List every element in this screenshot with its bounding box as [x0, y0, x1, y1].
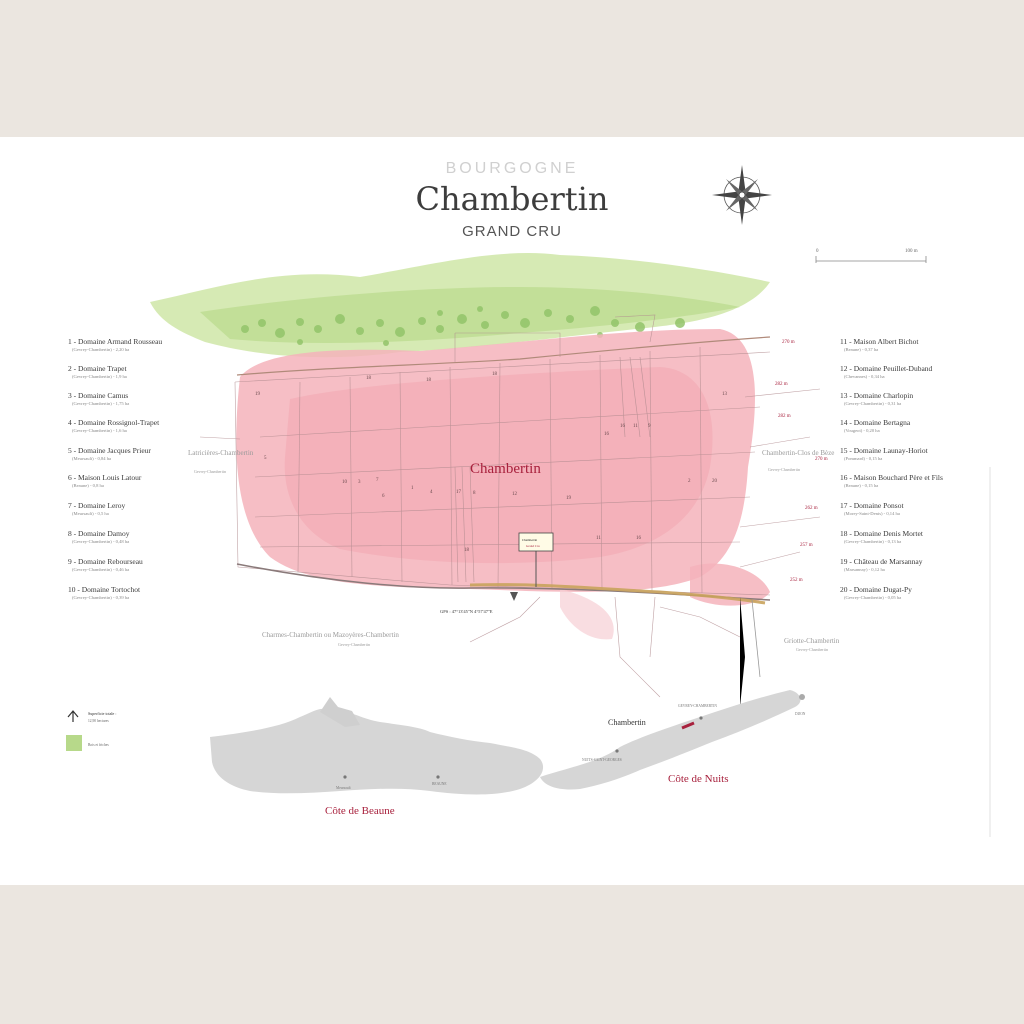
producer-item: 17 - Domaine Ponsot(Morey-Saint-Denis) -…	[840, 501, 904, 516]
compass-rose-icon	[712, 165, 772, 225]
location-pin-icon	[510, 592, 518, 601]
cote-de-beaune-label: Côte de Beaune	[325, 805, 395, 817]
producer-item: 9 - Domaine Rebourseau(Gevrey-Chambertin…	[68, 557, 143, 572]
producer-item: 16 - Maison Bouchard Père et Fils(Beaune…	[840, 473, 943, 488]
parcel-number: 16	[636, 536, 642, 541]
parcel-number: 18	[464, 548, 470, 553]
forest-swatch	[66, 735, 82, 751]
road	[236, 336, 771, 707]
inset-dijon: DIJON	[795, 712, 806, 716]
parcel-number: 17	[456, 490, 462, 495]
cote-de-nuits-label: Côte de Nuits	[668, 773, 729, 785]
producer-item: 12 - Domaine Peuillet-Duband(Chevannes) …	[840, 364, 933, 379]
surface-label: Superficie totale :	[88, 711, 116, 716]
producer-item: 10 - Domaine Tortochot(Gevrey-Chambertin…	[68, 585, 141, 600]
parcel-number: 16	[620, 424, 626, 429]
vineyard-map: 0 100 m	[66, 165, 991, 837]
sign-line-1: Chambertin	[522, 538, 537, 542]
parcel-number: 19	[566, 496, 572, 501]
parcel-number: 13	[722, 392, 728, 397]
surface-icon	[67, 710, 79, 722]
parcel-number: 9	[648, 424, 651, 429]
producer-item: 3 - Domaine Camus(Gevrey-Chambertin) - 1…	[68, 391, 130, 406]
region-label: BOURGOGNE	[445, 160, 579, 177]
charmes-label: Charmes-Chambertin ou Mazoyères-Chambert…	[262, 631, 399, 639]
producer-item: 4 - Domaine Rossignol-Trapet(Gevrey-Cham…	[68, 418, 160, 433]
producer-item: 19 - Château de Marsannay(Marsannay) - 0…	[840, 557, 923, 572]
parcel-numbers: 19 18 18 18 5 10 3 7 6 1 4 17 8 12 16 16…	[255, 372, 728, 553]
vineyard-label: Chambertin	[470, 461, 541, 477]
producer-item: 11 - Maison Albert Bichot(Beaune) - 0,37…	[840, 337, 919, 352]
scale-start: 0	[816, 249, 819, 254]
cote-d-or-inset: Chambertin GEVREY-CHAMBERTIN DIJON NUITS…	[210, 690, 806, 817]
parcel-number: 12	[512, 492, 518, 497]
parcel-number: 7	[376, 478, 379, 483]
parcel-number: 20	[712, 479, 718, 484]
map-header: BOURGOGNE Chambertin GRAND CRU	[300, 159, 724, 241]
contour-label: 252 m	[790, 578, 803, 583]
inset-nuits: NUITS-SAINT-GEORGES	[582, 758, 622, 762]
forest-area	[150, 253, 770, 358]
producer-item: 18 - Domaine Denis Mortet(Gevrey-Chamber…	[840, 529, 923, 544]
parcel-number: 2	[688, 479, 691, 484]
gps-label: GPS : 47°13'45"N 4°57'47"E	[440, 609, 493, 614]
producer-item: 13 - Domaine Charlopin(Gevrey-Chambertin…	[840, 391, 914, 406]
map-key: Superficie totale : 12,90 hectares Bois …	[66, 710, 116, 751]
producer-item: 7 - Domaine Leroy(Meursault) - 0,5 ha	[68, 501, 126, 516]
parcel-number: 11	[596, 536, 601, 541]
contour-label: 270 m	[815, 457, 828, 462]
parcel-number: 18	[426, 378, 432, 383]
parcel-number: 10	[342, 480, 348, 485]
forest-label: Bois et friches	[88, 743, 109, 747]
producer-item: 2 - Domaine Trapet(Gevrey-Chambertin) - …	[68, 364, 127, 379]
parcel-number: 4	[430, 490, 433, 495]
contour-label: 257 m	[800, 543, 813, 548]
inset-meursault: Meursault	[336, 786, 351, 790]
contour-label: 282 m	[775, 382, 788, 387]
griotte-sub: Gevrey-Chambertin	[796, 647, 828, 652]
vineyard-sign: Chambertin Grand Cru	[518, 532, 554, 587]
latricieres-sub: Gevrey-Chambertin	[194, 469, 226, 474]
producer-item: 5 - Domaine Jacques Prieur(Meursault) - …	[68, 446, 151, 461]
producer-item: 20 - Domaine Dugat-Py(Gevrey-Chambertin)…	[840, 585, 912, 600]
parcel-number: 19	[255, 392, 261, 397]
griotte-label: Griotte-Chambertin	[784, 637, 840, 645]
parcel-number: 18	[366, 376, 372, 381]
contour-label: 262 m	[805, 506, 818, 511]
charmes-sub: Gevrey-Chambertin	[338, 642, 370, 647]
parcel-number: 11	[633, 424, 638, 429]
parcel-number: 6	[382, 494, 385, 499]
parcel-number: 3	[358, 480, 361, 485]
neighbour-labels: Latricières-Chambertin Gevrey-Chambertin…	[188, 449, 840, 652]
scale-end: 100 m	[905, 249, 918, 254]
parcel-number: 16	[604, 432, 610, 437]
latricieres-label: Latricières-Chambertin	[188, 449, 254, 457]
producer-item: 1 - Domaine Armand Rousseau(Gevrey-Chamb…	[68, 337, 163, 352]
inset-chambertin: Chambertin	[608, 718, 646, 727]
inset-beaune: BEAUNE	[432, 782, 447, 786]
parcel-number: 18	[492, 372, 498, 377]
contour-labels: 270 m 282 m 282 m 270 m 262 m 257 m 252 …	[775, 340, 828, 583]
producer-item: 14 - Domaine Bertagna(Vougeot) - 0,20 ha	[840, 418, 911, 433]
producer-item: 6 - Maison Louis Latour(Beaune) - 0,8 ha	[68, 473, 142, 488]
sign-line-2: Grand Cru	[526, 544, 540, 548]
map-title: Chambertin	[415, 180, 609, 218]
surface-value: 12,90 hectares	[88, 719, 109, 724]
parcel-number: 8	[473, 491, 476, 496]
contour-label: 282 m	[778, 414, 791, 419]
scale-bar: 0 100 m	[815, 249, 927, 263]
map-subtitle: GRAND CRU	[462, 223, 562, 240]
beze-label: Chambertin-Clos de Bèze	[762, 449, 834, 457]
vineyard-area	[236, 329, 770, 640]
parcel-number: 5	[264, 456, 267, 461]
producer-item: 15 - Domaine Launay-Horiot(Pommard) - 0,…	[840, 446, 928, 461]
contour-label: 270 m	[782, 340, 795, 345]
beze-sub: Gevrey-Chambertin	[768, 467, 800, 472]
producer-item: 8 - Domaine Damoy(Gevrey-Chambertin) - 0…	[68, 529, 130, 544]
map-poster: BOURGOGNE Chambertin GRAND CRU 0 100 m	[0, 137, 1024, 885]
inset-gevrey: GEVREY-CHAMBERTIN	[678, 704, 717, 708]
parcel-number: 1	[411, 486, 414, 491]
